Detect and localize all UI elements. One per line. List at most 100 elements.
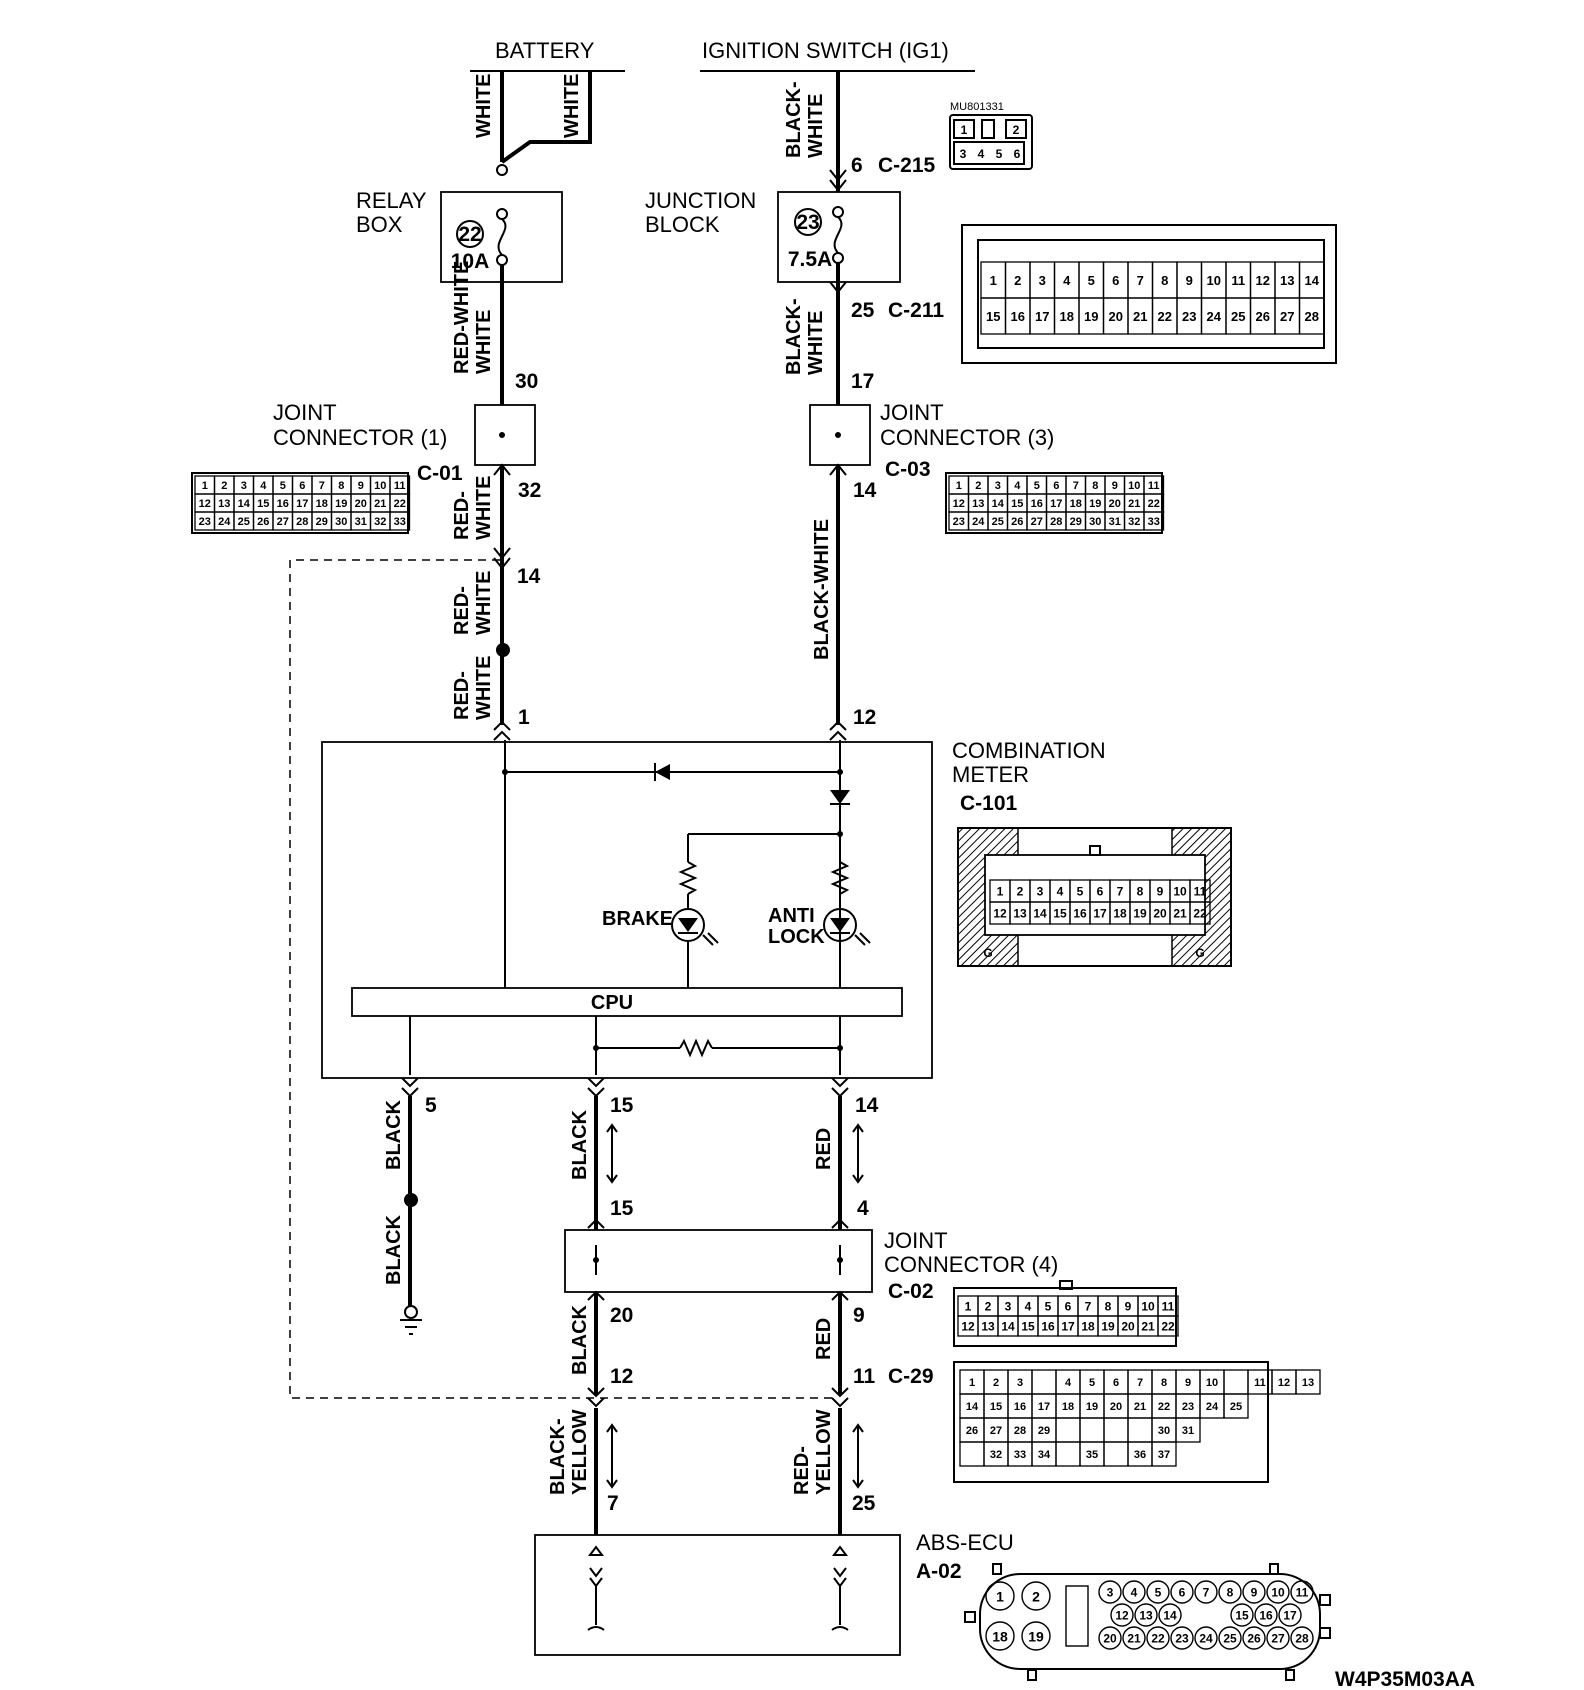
svg-text:JOINT: JOINT xyxy=(884,1228,948,1253)
svg-text:12: 12 xyxy=(610,1365,633,1388)
svg-text:20: 20 xyxy=(1109,498,1121,510)
svg-text:3: 3 xyxy=(1037,885,1044,899)
svg-text:14: 14 xyxy=(1305,273,1320,288)
svg-text:1: 1 xyxy=(997,885,1004,899)
svg-text:11: 11 xyxy=(1148,480,1160,492)
svg-text:4: 4 xyxy=(1063,273,1071,288)
svg-text:15: 15 xyxy=(610,1197,634,1220)
svg-text:CONNECTOR (4): CONNECTOR (4) xyxy=(884,1252,1058,1277)
svg-text:29: 29 xyxy=(1070,516,1082,528)
svg-text:13: 13 xyxy=(1280,273,1294,288)
svg-text:27: 27 xyxy=(1280,309,1294,324)
svg-text:JUNCTION: JUNCTION xyxy=(645,188,756,213)
svg-text:C-211: C-211 xyxy=(888,299,944,322)
svg-text:4: 4 xyxy=(1014,480,1021,492)
svg-text:23: 23 xyxy=(1182,309,1196,324)
svg-text:23: 23 xyxy=(796,211,819,234)
svg-text:28: 28 xyxy=(1305,309,1319,324)
svg-text:WHITE: WHITE xyxy=(561,74,583,138)
svg-text:JOINT: JOINT xyxy=(273,400,337,425)
svg-text:7: 7 xyxy=(319,480,325,492)
svg-text:11: 11 xyxy=(1296,1586,1309,1600)
svg-text:10: 10 xyxy=(1206,1377,1218,1389)
svg-text:5: 5 xyxy=(425,1094,437,1117)
svg-text:7: 7 xyxy=(1117,885,1124,899)
svg-text:23: 23 xyxy=(1175,1632,1189,1646)
svg-text:23: 23 xyxy=(953,516,965,528)
svg-text:21: 21 xyxy=(1133,309,1147,324)
wire-battery-2 xyxy=(500,71,592,164)
svg-text:16: 16 xyxy=(1031,498,1043,510)
svg-text:13: 13 xyxy=(1139,1609,1153,1623)
svg-text:27: 27 xyxy=(990,1425,1002,1437)
svg-text:26: 26 xyxy=(966,1425,978,1437)
svg-text:17: 17 xyxy=(1283,1609,1297,1623)
svg-text:33: 33 xyxy=(1014,1449,1026,1461)
svg-text:25: 25 xyxy=(851,299,875,322)
svg-text:CONNECTOR (1): CONNECTOR (1) xyxy=(273,425,447,450)
svg-text:16: 16 xyxy=(277,498,289,510)
svg-text:17: 17 xyxy=(1035,309,1049,324)
svg-text:18: 18 xyxy=(992,1628,1008,1644)
svg-text:21: 21 xyxy=(1127,1632,1141,1646)
svg-text:35: 35 xyxy=(1086,1449,1098,1461)
svg-text:C-101: C-101 xyxy=(960,792,1018,815)
svg-text:4: 4 xyxy=(1131,1586,1138,1600)
svg-text:6: 6 xyxy=(1179,1586,1186,1600)
joint-connector-4 xyxy=(564,1229,873,1293)
svg-text:20: 20 xyxy=(1121,1320,1135,1334)
svg-text:9: 9 xyxy=(1112,480,1118,492)
svg-text:1: 1 xyxy=(956,480,962,492)
svg-text:7: 7 xyxy=(607,1492,619,1515)
svg-text:10A: 10A xyxy=(451,250,490,273)
svg-text:5: 5 xyxy=(996,147,1003,161)
svg-text:RELAY: RELAY xyxy=(356,188,427,213)
svg-text:15: 15 xyxy=(1011,498,1023,510)
svg-text:COMBINATION: COMBINATION xyxy=(952,738,1106,763)
svg-text:5: 5 xyxy=(1034,480,1040,492)
svg-text:14: 14 xyxy=(855,1094,879,1117)
svg-text:5: 5 xyxy=(1089,1377,1095,1389)
svg-text:18: 18 xyxy=(1062,1401,1074,1413)
svg-text:11: 11 xyxy=(1231,273,1245,288)
svg-text:24: 24 xyxy=(218,516,231,528)
svg-text:8: 8 xyxy=(1092,480,1098,492)
svg-text:3: 3 xyxy=(241,480,247,492)
svg-text:C-215: C-215 xyxy=(878,154,936,177)
svg-text:21: 21 xyxy=(1128,498,1140,510)
svg-text:4: 4 xyxy=(978,147,985,161)
svg-text:4: 4 xyxy=(1065,1377,1072,1389)
svg-text:14: 14 xyxy=(517,565,541,588)
svg-text:RED-: RED- xyxy=(451,491,473,540)
svg-text:10: 10 xyxy=(374,480,386,492)
svg-text:13: 13 xyxy=(981,1320,995,1334)
svg-text:15: 15 xyxy=(257,498,269,510)
svg-text:32: 32 xyxy=(374,516,386,528)
svg-text:MU801331: MU801331 xyxy=(950,101,1004,113)
svg-text:WHITE: WHITE xyxy=(473,476,495,540)
svg-text:WHITE: WHITE xyxy=(473,74,495,138)
svg-text:8: 8 xyxy=(1137,885,1144,899)
svg-text:29: 29 xyxy=(1038,1425,1050,1437)
svg-text:17: 17 xyxy=(1038,1401,1050,1413)
svg-text:6: 6 xyxy=(1113,1377,1119,1389)
svg-text:16: 16 xyxy=(1041,1320,1055,1334)
svg-text:BLACK-: BLACK- xyxy=(547,1418,569,1495)
svg-text:3: 3 xyxy=(1017,1377,1023,1389)
svg-text:20: 20 xyxy=(610,1304,633,1327)
svg-text:27: 27 xyxy=(1031,516,1043,528)
svg-text:13: 13 xyxy=(1013,907,1027,921)
svg-text:7: 7 xyxy=(1203,1586,1210,1600)
svg-text:CONNECTOR (3): CONNECTOR (3) xyxy=(880,425,1054,450)
svg-text:22: 22 xyxy=(1158,309,1172,324)
svg-text:15: 15 xyxy=(1235,1609,1249,1623)
svg-text:29: 29 xyxy=(316,516,328,528)
svg-text:16: 16 xyxy=(1014,1401,1026,1413)
svg-text:RED-: RED- xyxy=(451,586,473,635)
svg-text:22: 22 xyxy=(1161,1320,1175,1334)
svg-text:19: 19 xyxy=(1089,498,1101,510)
